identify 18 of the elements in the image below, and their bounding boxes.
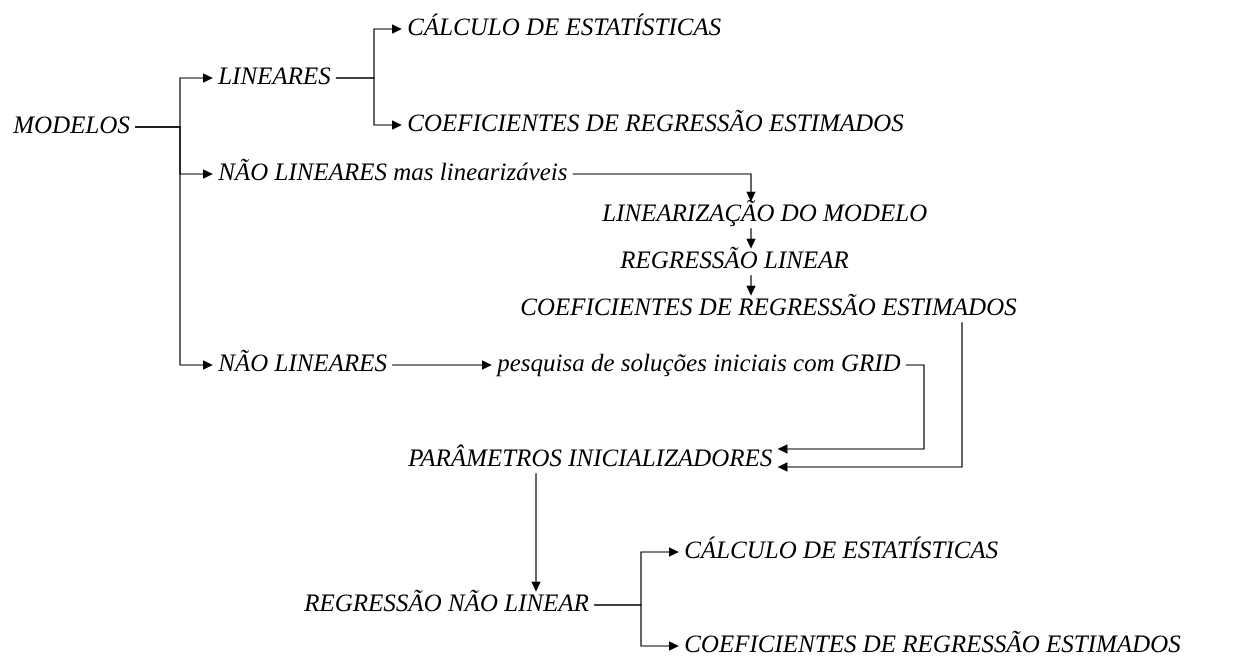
flow-text: LINEARIZAÇÃO DO MODELO bbox=[601, 199, 927, 227]
arrow bbox=[335, 77, 402, 130]
arrow bbox=[593, 604, 679, 651]
flow-text: pesquisa de soluções iniciais com GRID bbox=[495, 353, 901, 377]
flow-text: CÁLCULO DE ESTATÍSTICAS bbox=[685, 536, 998, 559]
arrow bbox=[134, 126, 213, 370]
flow-text: MODELOS bbox=[12, 116, 130, 134]
flow-text: NÃO LINEARES mas linearizáveis bbox=[218, 158, 567, 181]
flow-text: COEFICIENTES DE REGRESSÃO ESTIMADOS bbox=[408, 109, 904, 132]
flow-text: REGRESSÃO LINEAR bbox=[620, 246, 849, 269]
flow-text: LINEARES bbox=[217, 67, 331, 85]
flow-text: COEFICIENTES DE REGRESSÃO ESTIMADOS bbox=[685, 630, 1181, 653]
flow-text: REGRESSÃO NÃO LINEAR bbox=[304, 589, 589, 612]
flow-text: CÁLCULO DE ESTATÍSTICAS bbox=[408, 13, 721, 36]
arrow bbox=[391, 360, 492, 370]
flow-text: PARÂMETROS INICIALIZADORES bbox=[408, 444, 772, 467]
flow-text: NÃO LINEARES bbox=[218, 349, 387, 372]
flow-text: COEFICIENTES DE REGRESSÃO ESTIMADOS bbox=[521, 293, 1017, 316]
